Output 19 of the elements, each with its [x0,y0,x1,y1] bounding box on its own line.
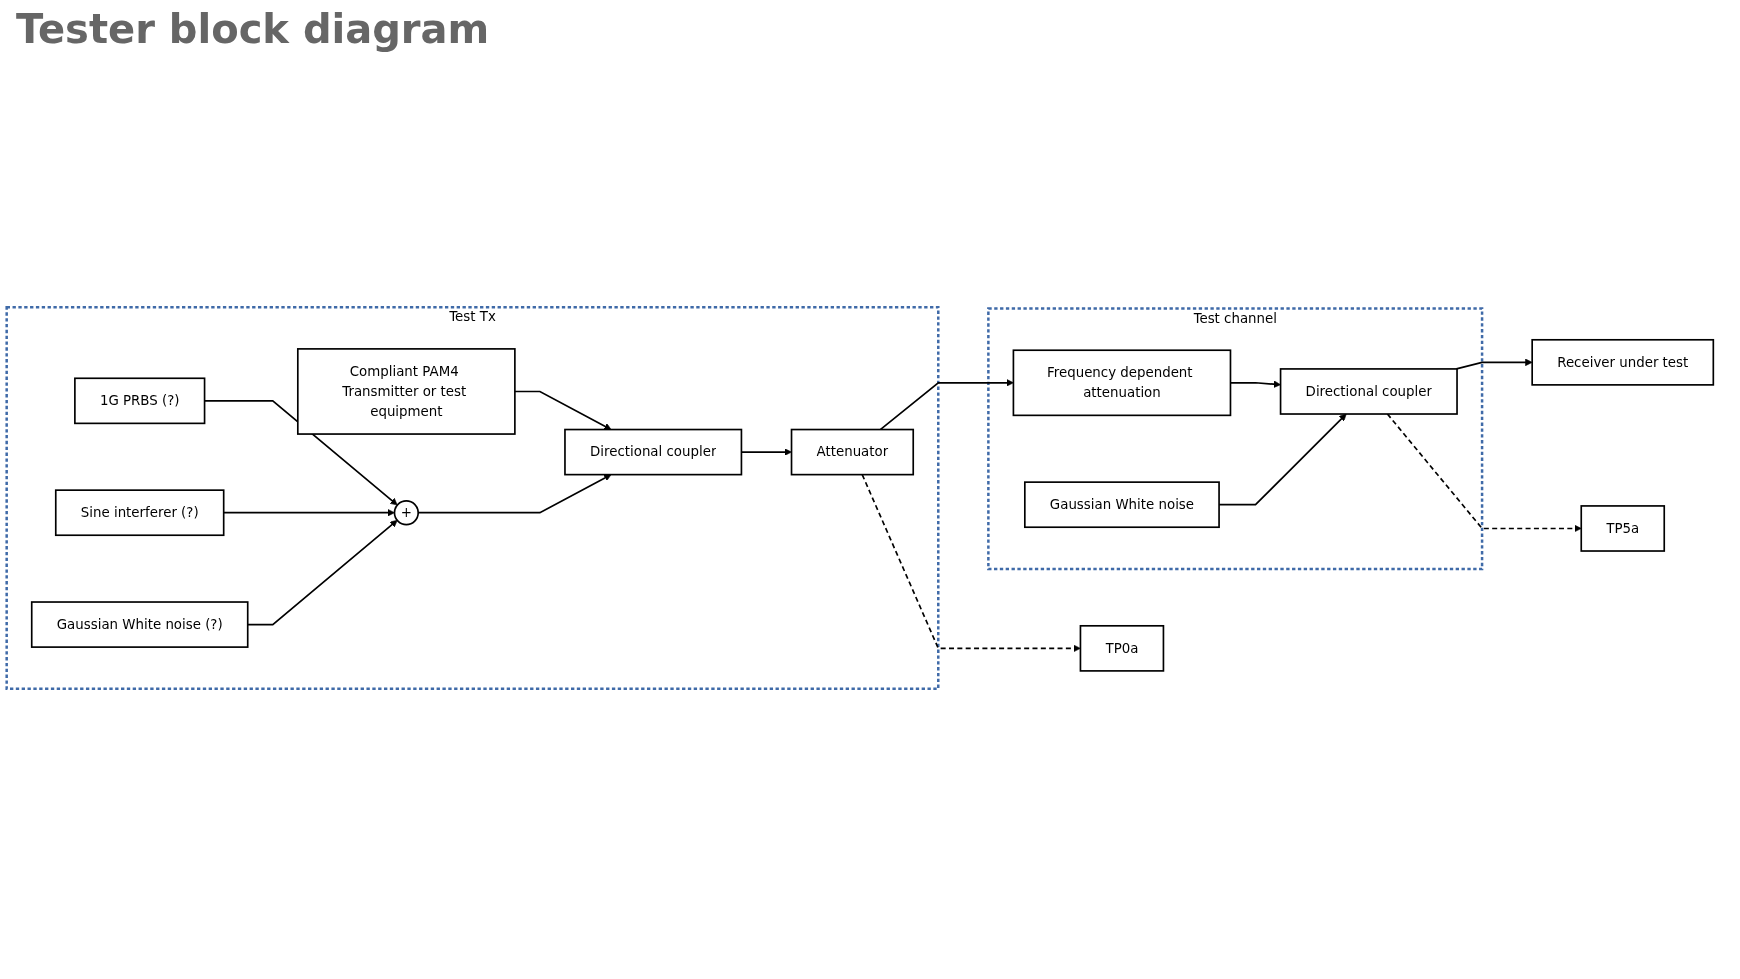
arrow [1386,413,1582,533]
diagram-title: Tester block diagram [16,6,491,52]
arrow [861,473,1081,653]
node-box: Gaussian White noise [1024,481,1220,529]
arrow [1455,358,1533,370]
node-box: Compliant PAM4 Transmitter or test equipment [296,348,516,435]
node-box: 1G PRBS (?) [74,377,206,425]
node-circle: + [393,500,420,526]
node-box: TP5a [1580,505,1666,552]
node-box: Directional coupler [564,428,743,476]
node-box: Frequency dependent attenuation [1012,349,1232,417]
node-box: Directional coupler [1279,368,1458,415]
node-box: Sine interferer (?) [54,489,225,537]
arrow [879,379,1014,431]
node-box: TP0a [1079,625,1165,672]
node-box: Receiver under test [1531,338,1715,386]
node-box: Attenuator [790,428,915,476]
node-box: Gaussian White noise (?) [30,601,249,648]
arrow [514,390,612,430]
